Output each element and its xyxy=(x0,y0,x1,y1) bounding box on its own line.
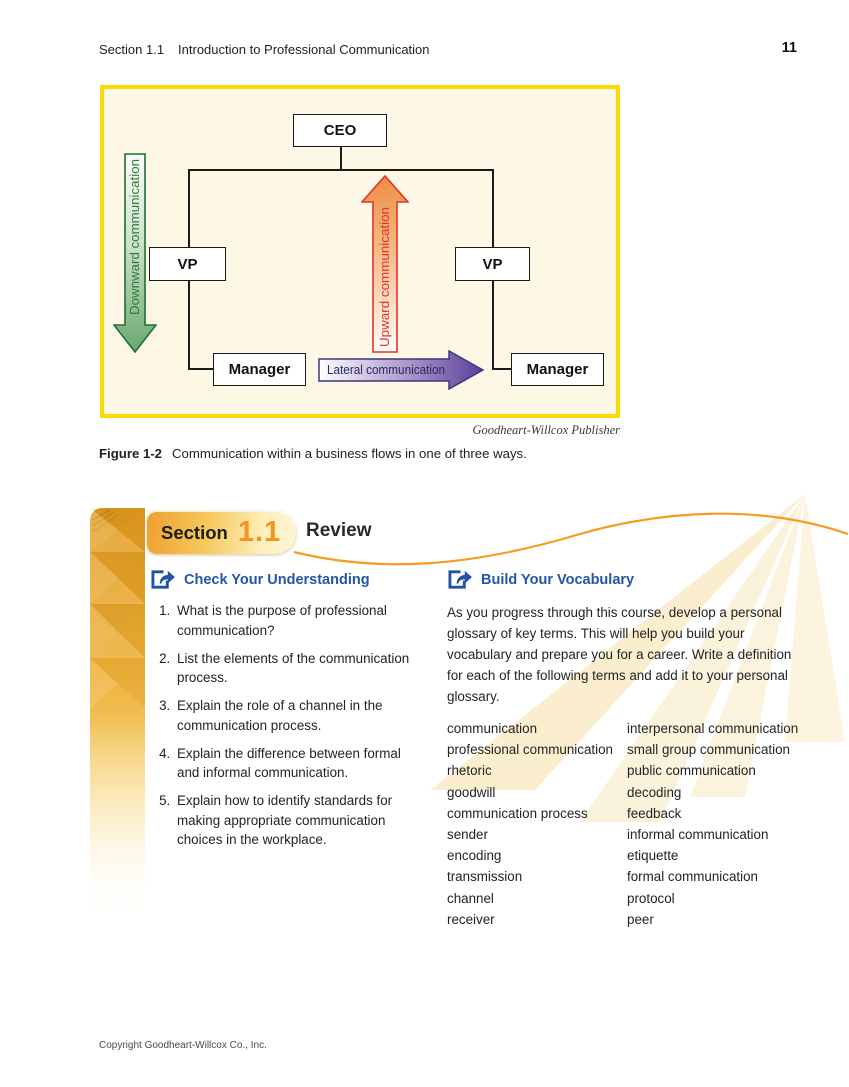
vocab-term: communication process xyxy=(447,805,588,821)
vocab-term: protocol xyxy=(627,890,675,906)
vocab-term: formal communication xyxy=(627,869,758,885)
header-section-label: Section 1.1 xyxy=(99,42,165,57)
vocab-term: professional communication xyxy=(447,742,613,758)
check-understanding-heading: Check Your Understanding xyxy=(150,568,442,591)
question-item: List the elements of the communication p… xyxy=(174,649,422,688)
lateral-arrow: Lateral communication xyxy=(318,350,484,390)
question-item: Explain how to identify standards for ma… xyxy=(174,791,422,850)
upward-arrow-label: Upward communication xyxy=(378,207,392,347)
vocab-term: interpersonal communication xyxy=(627,721,799,736)
vocabulary-intro: As you progress through this course, dev… xyxy=(447,605,792,704)
vocab-term: decoding xyxy=(627,784,682,800)
figure-caption-text: Communication within a business flows in… xyxy=(172,446,527,461)
vocab-term: sender xyxy=(447,827,488,843)
section-review-tab: Section 1.1 xyxy=(147,511,296,554)
connector-left-manager xyxy=(188,368,214,370)
external-arrow-icon xyxy=(151,570,175,589)
vocab-term: encoding xyxy=(447,848,502,864)
lateral-arrow-label: Lateral communication xyxy=(327,363,445,377)
vocab-term: transmission xyxy=(447,869,523,885)
build-vocabulary-section: Build Your Vocabulary As you progress th… xyxy=(447,568,813,930)
figure-caption: Figure 1-2 Communication within a busines… xyxy=(99,446,699,461)
org-node-manager-right: Manager xyxy=(511,353,604,386)
vocab-term: informal communication xyxy=(627,827,769,843)
figure-caption-label: Figure 1-2 xyxy=(99,446,163,461)
section-number: 1.1 xyxy=(237,516,282,548)
external-arrow-icon xyxy=(448,570,472,589)
question-item: What is the purpose of professional comm… xyxy=(174,601,422,640)
build-vocabulary-heading: Build Your Vocabulary xyxy=(447,568,813,591)
org-node-vp-right: VP xyxy=(455,247,530,281)
vocab-term: receiver xyxy=(447,911,495,927)
orange-curve-decoration xyxy=(293,512,849,566)
upward-arrow: Upward communication xyxy=(361,175,409,353)
connector-ceo xyxy=(340,147,342,169)
vocab-term: etiquette xyxy=(627,848,679,864)
vocab-term: peer xyxy=(627,911,654,927)
vocab-term: communication xyxy=(447,721,538,736)
connector-horizontal xyxy=(188,169,493,171)
vocab-term: public communication xyxy=(627,763,756,779)
downward-arrow-label: Downward communication xyxy=(128,159,142,315)
check-understanding-section: Check Your Understanding What is the pur… xyxy=(150,568,442,858)
question-item: Explain the difference between formal an… xyxy=(174,744,422,783)
vocab-term: goodwill xyxy=(447,784,496,800)
vocab-term: small group communication xyxy=(627,742,790,758)
question-list: What is the purpose of professional comm… xyxy=(174,601,422,850)
org-node-vp-left: VP xyxy=(149,247,226,281)
review-title: Review xyxy=(306,520,372,541)
connector-right-manager xyxy=(492,368,512,370)
gold-strip-decoration xyxy=(90,508,145,920)
copyright-footer: Copyright Goodheart-Willcox Co., Inc. xyxy=(99,1040,267,1051)
question-item: Explain the role of a channel in the com… xyxy=(174,696,422,735)
check-understanding-title: Check Your Understanding xyxy=(184,571,370,588)
build-vocabulary-title: Build Your Vocabulary xyxy=(481,571,635,588)
sunburst-rays-decoration xyxy=(430,494,845,822)
figure-credit: Goodheart-Willcox Publisher xyxy=(472,423,620,437)
vocab-term: feedback xyxy=(627,805,682,821)
vocabulary-terms: communication professional communication r… xyxy=(447,718,813,930)
terms-column-2: interpersonal communication small group c… xyxy=(627,718,798,930)
org-node-ceo: CEO xyxy=(293,114,387,147)
running-header: Section 1.1 Introduction to Professional … xyxy=(99,42,430,57)
vocab-term: rhetoric xyxy=(447,763,492,779)
downward-arrow: Downward communication xyxy=(113,153,157,353)
vocab-term: channel xyxy=(447,890,494,906)
page-number: 11 xyxy=(781,40,797,56)
org-node-manager-left: Manager xyxy=(213,353,306,386)
figure-org-chart: Downward communication Upward communicat… xyxy=(100,85,620,418)
terms-column-1: communication professional communication r… xyxy=(447,718,627,930)
header-title: Introduction to Professional Communicati… xyxy=(178,42,430,57)
section-label: Section xyxy=(161,521,228,543)
